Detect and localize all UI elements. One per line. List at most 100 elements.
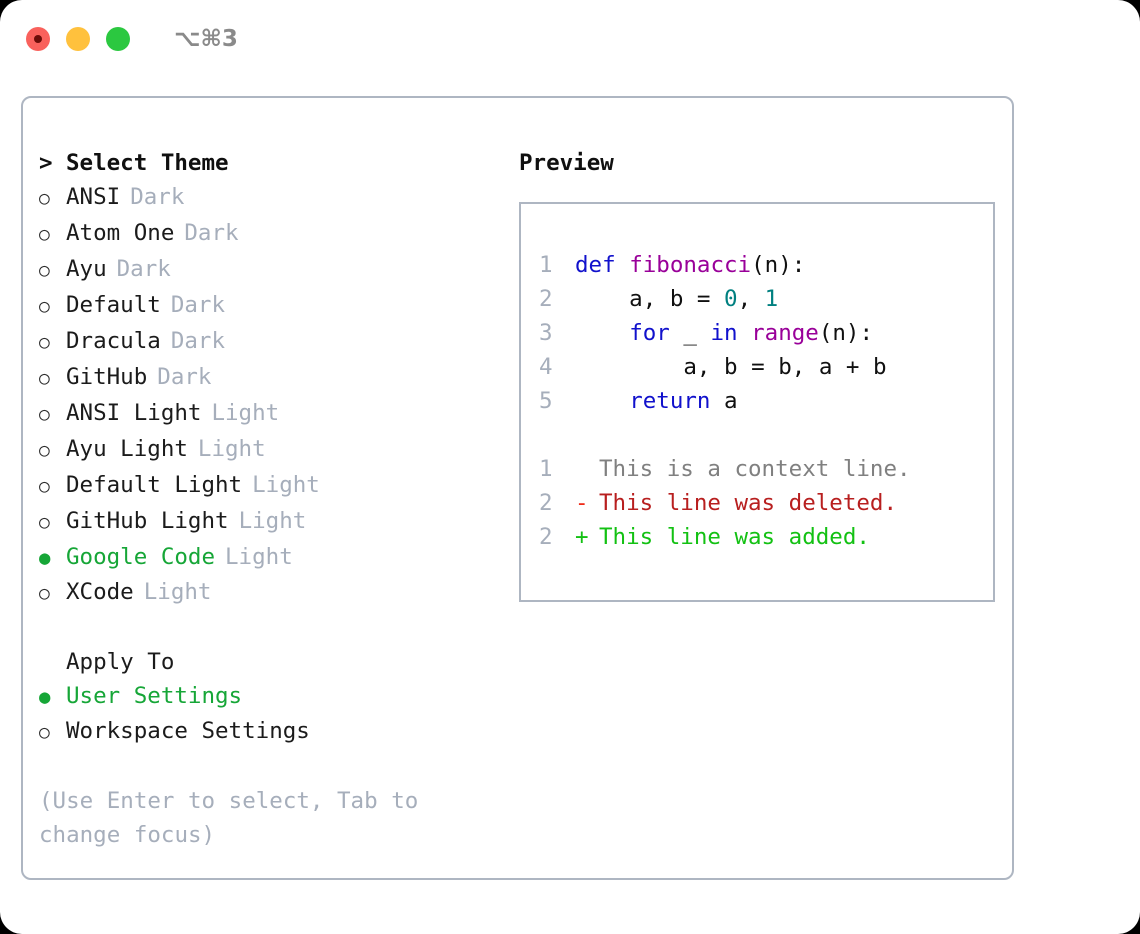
line-number: 5 — [539, 388, 553, 414]
theme-list-item[interactable]: ○ Dracula Dark — [39, 324, 493, 360]
line-number: 2 — [539, 490, 553, 516]
radio-unselected-icon: ○ — [39, 224, 50, 245]
theme-list-item[interactable]: ○ Ayu Light Light — [39, 432, 493, 468]
theme-picker-heading: > Select Theme — [39, 146, 493, 180]
minimize-button[interactable] — [66, 27, 90, 51]
theme-variant-badge: Dark — [116, 256, 171, 282]
radio-unselected-icon: ○ — [39, 440, 50, 461]
diff-line-context: 1 This is a context line. — [539, 452, 993, 486]
radio-unselected-icon: ○ — [39, 332, 50, 353]
radio-unselected-icon: ○ — [39, 260, 50, 281]
apply-to-item[interactable]: ●User Settings — [39, 679, 493, 714]
theme-name: Default Light — [66, 472, 243, 498]
code-line: 3 for _ in range(n): — [539, 316, 993, 350]
theme-name: Ayu Light — [66, 436, 188, 462]
apply-to-heading-marker — [39, 645, 66, 679]
radio-unselected-icon: ○ — [39, 722, 50, 743]
code-token-plain: a, b = — [575, 286, 725, 312]
diff-text: This line was deleted. — [599, 490, 898, 516]
apply-to-label: Workspace Settings — [66, 718, 310, 744]
code-token-kw: in — [710, 320, 738, 346]
theme-variant-badge: Light — [252, 472, 320, 498]
radio-unselected-icon: ○ — [39, 512, 50, 533]
code-token-plain: (n): — [818, 320, 874, 346]
line-number: 2 — [539, 286, 553, 312]
code-line: 1 def fibonacci(n): — [539, 248, 993, 282]
radio-unselected-icon: ○ — [39, 188, 50, 209]
code-token-plain: (n): — [751, 252, 806, 278]
theme-list-item[interactable]: ○ Ayu Dark — [39, 252, 493, 288]
apply-to-list: ●User Settings ○ Workspace Settings — [39, 679, 493, 750]
code-diff-gap — [539, 418, 993, 452]
close-icon — [34, 35, 42, 43]
theme-name: Google Code — [66, 544, 216, 570]
caret-icon: > — [39, 150, 53, 176]
code-token-fn: range — [751, 320, 819, 346]
theme-name: Ayu — [66, 256, 107, 282]
code-line: 5 return a — [539, 384, 993, 418]
radio-unselected-icon: ○ — [39, 583, 50, 604]
code-token-plain — [575, 320, 629, 346]
preview-title: Preview — [519, 150, 614, 176]
theme-variant-badge: Dark — [184, 220, 239, 246]
diff-sign — [575, 452, 599, 486]
code-token-plain — [738, 320, 752, 346]
diff-sign: + — [575, 524, 589, 550]
theme-variant-badge: Light — [211, 400, 280, 426]
code-token-plain: a, b = b, a + b — [575, 354, 887, 380]
code-token-fn: fibonacci — [629, 252, 752, 278]
line-number: 2 — [539, 524, 553, 550]
code-token-kw: for — [629, 320, 670, 346]
theme-variant-badge: Dark — [170, 328, 226, 354]
theme-list-item[interactable]: ○ Default Light Light — [39, 468, 493, 504]
code-token-num: 0 — [724, 286, 738, 312]
theme-name: Dracula — [66, 328, 161, 354]
diff-line-add: 2 + This line was added. — [539, 520, 993, 554]
radio-selected-icon: ● — [39, 547, 51, 569]
diff-line-del: 2-This line was deleted. — [539, 486, 993, 520]
radio-unselected-icon: ○ — [39, 368, 50, 389]
code-line: 2 a, b = 0, 1 — [539, 282, 993, 316]
line-number: 1 — [539, 252, 553, 278]
section-spacer — [39, 611, 493, 645]
theme-variant-badge: Dark — [170, 292, 226, 318]
diff-sign: - — [575, 490, 589, 516]
theme-variant-badge: Dark — [130, 184, 185, 210]
theme-variant-badge: Light — [143, 579, 212, 605]
diff-text: This is a context line. — [599, 456, 911, 482]
apply-to-item[interactable]: ○ Workspace Settings — [39, 714, 493, 750]
code-line: 4 a, b = b, a + b — [539, 350, 993, 384]
theme-variant-badge: Light — [197, 436, 266, 462]
close-button[interactable] — [26, 27, 50, 51]
theme-list-item[interactable]: ○ ANSI Dark — [39, 180, 493, 216]
code-token-plain: a — [710, 388, 738, 414]
code-token-plain: _ — [669, 320, 711, 346]
theme-name: XCode — [66, 579, 134, 605]
theme-name: GitHub Light — [66, 508, 229, 534]
code-token-plain — [575, 388, 629, 414]
code-token-kw: def — [575, 252, 630, 278]
theme-name: ANSI — [66, 184, 121, 210]
diff-block: 1 This is a context line.2-This line was… — [539, 452, 993, 554]
diff-text: This line was added. — [599, 524, 870, 550]
radio-unselected-icon: ○ — [39, 404, 50, 425]
theme-variant-badge: Dark — [157, 364, 212, 390]
code-token-kw: return — [629, 388, 711, 414]
theme-list-item[interactable]: ○ XCode Light — [39, 575, 493, 611]
keyboard-hint: (Use Enter to select, Tab to change focu… — [39, 788, 419, 848]
maximize-button[interactable] — [106, 27, 130, 51]
apply-to-heading-label: Apply To — [66, 649, 175, 675]
radio-unselected-icon: ○ — [39, 476, 50, 497]
line-number: 4 — [539, 354, 553, 380]
